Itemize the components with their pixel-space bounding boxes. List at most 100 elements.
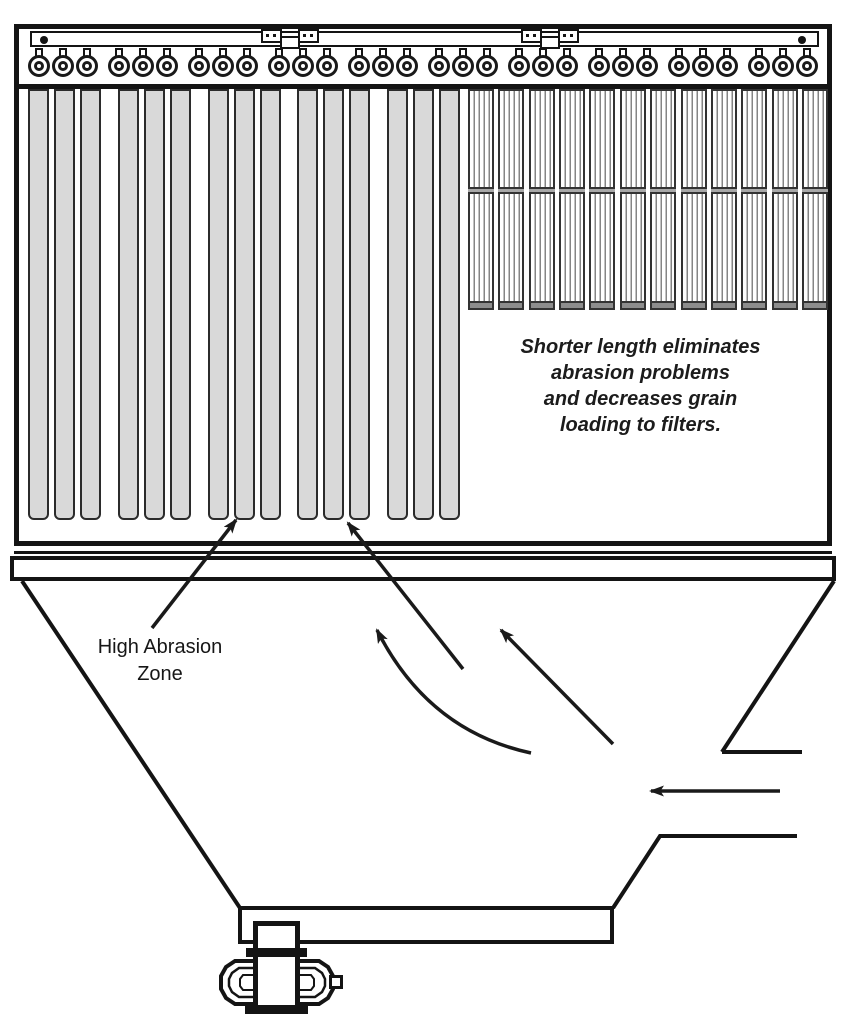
fitting-stem — [83, 48, 91, 57]
fitting-stem — [195, 48, 203, 57]
bag-cup-fitting — [428, 48, 450, 82]
bag-cup-fitting — [268, 48, 290, 82]
rail-splice-joint — [521, 29, 579, 53]
housing-bottom-line — [14, 551, 832, 554]
fitting-group — [28, 48, 98, 82]
bag-cup-fitting — [316, 48, 338, 82]
filter-bag-short — [741, 89, 768, 310]
fitting-stem — [355, 48, 363, 57]
bag-cup-fitting — [532, 48, 554, 82]
fitting-ring-inner — [274, 61, 284, 71]
fitting-stem — [755, 48, 763, 57]
filter-bag-long — [413, 89, 434, 520]
shaker-rail — [30, 31, 819, 47]
fitting-stem — [723, 48, 731, 57]
bag-cup-fitting — [396, 48, 418, 82]
fitting-stem — [59, 48, 67, 57]
filter-bag-long — [54, 89, 75, 520]
filter-bag-long — [80, 89, 101, 520]
filter-bag-short — [559, 89, 586, 310]
filter-bottom-cap — [619, 301, 646, 310]
bag-cup-fitting — [452, 48, 474, 82]
rail-pin-right — [798, 36, 806, 44]
fitting-ring-inner — [354, 61, 364, 71]
bag-cup-fitting — [156, 48, 178, 82]
filter-bottom-cap — [589, 301, 616, 310]
fitting-ring-inner — [402, 61, 412, 71]
filter-bottom-cap — [498, 301, 525, 310]
fitting-group — [428, 48, 498, 82]
bag-cup-fitting — [556, 48, 578, 82]
fitting-stem — [699, 48, 707, 57]
fitting-ring-inner — [114, 61, 124, 71]
long-filter-bags — [28, 89, 460, 522]
filter-bag-short — [710, 89, 737, 310]
fitting-ring-inner — [722, 61, 732, 71]
fitting-ring-inner — [674, 61, 684, 71]
bag-cup-fitting — [772, 48, 794, 82]
filter-bag-long — [143, 89, 165, 520]
bag-cup-fitting — [132, 48, 154, 82]
filter-bottom-cap — [741, 301, 768, 310]
hopper-left-slope — [20, 579, 242, 910]
rotary-valve-shaft-nub — [329, 975, 343, 989]
bag-cup-fitting — [588, 48, 610, 82]
filter-bottom-cap — [771, 301, 798, 310]
filter-bottom-cap — [468, 301, 494, 310]
fitting-stem — [299, 48, 307, 57]
fitting-ring-inner — [562, 61, 572, 71]
fitting-group — [668, 48, 738, 82]
fitting-ring-inner — [642, 61, 652, 71]
filter-bottom-cap — [559, 301, 586, 310]
bag-cup-fitting — [476, 48, 498, 82]
rotary-valve-flange-bottom — [245, 1005, 308, 1014]
fitting-group — [588, 48, 658, 82]
bag-cup-fitting — [508, 48, 530, 82]
fitting-ring-inner — [482, 61, 492, 71]
bag-cup-fitting — [212, 48, 234, 82]
filter-bag-long — [169, 89, 191, 520]
filter-mid-band — [498, 187, 525, 194]
bag-cup-fitting — [692, 48, 714, 82]
filter-bottom-cap — [710, 301, 737, 310]
rail-splice-joint — [261, 29, 319, 53]
fitting-stem — [643, 48, 651, 57]
bag-cup-fitting — [76, 48, 98, 82]
filter-mid-band — [619, 187, 646, 194]
filter-bag-long — [439, 89, 460, 520]
bag-cup-fitting — [52, 48, 74, 82]
fitting-ring-inner — [162, 61, 172, 71]
note-line: loading to filters. — [559, 414, 722, 436]
fitting-ring-inner — [698, 61, 708, 71]
high-abrasion-zone-label: High Abrasion Zone — [97, 636, 223, 685]
filter-bag-short — [650, 89, 677, 310]
fitting-stem — [435, 48, 443, 57]
filter-bag-long — [323, 89, 345, 520]
bag-group — [297, 89, 371, 522]
filter-bag-long — [207, 89, 229, 520]
bag-cup-fitting — [668, 48, 690, 82]
bag-group — [28, 89, 101, 522]
rotary-valve-chute — [253, 921, 300, 1010]
fitting-ring-inner — [802, 61, 812, 71]
fitting-stem — [483, 48, 491, 57]
short-filter-bags — [468, 89, 828, 310]
fitting-stem — [115, 48, 123, 57]
fitting-ring-inner — [458, 61, 468, 71]
fitting-ring-inner — [594, 61, 604, 71]
note-line: and decreases grain — [543, 388, 738, 410]
fitting-group — [508, 48, 578, 82]
filter-mid-band — [710, 187, 737, 194]
fitting-stem — [595, 48, 603, 57]
rotary-valve-flange-top — [246, 948, 307, 957]
shorter-length-note: Shorter length eliminates abrasion probl… — [488, 334, 793, 438]
bag-cup-fitting — [188, 48, 210, 82]
filter-bag-short — [528, 89, 555, 310]
fitting-ring-inner — [378, 61, 388, 71]
filter-bag-long — [387, 89, 408, 520]
filter-bag-short — [619, 89, 646, 310]
hopper-flange — [10, 556, 836, 581]
filter-mid-band — [801, 187, 828, 194]
filter-mid-band — [680, 187, 707, 194]
